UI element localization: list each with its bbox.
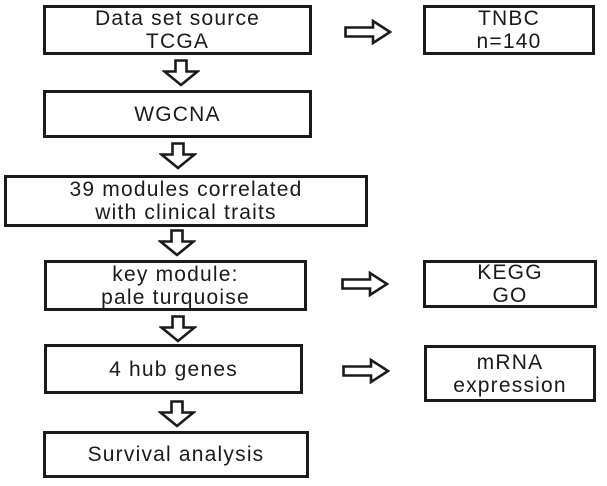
down-arrow-icon [158,400,196,428]
flow-box-modules: 39 modules correlated with clinical trai… [4,175,368,227]
flow-box-key-module-line1: key module: [112,262,239,286]
flow-box-survival-analysis: Survival analysis [43,431,309,478]
flow-box-mrna-line2: expression [453,373,567,397]
flow-box-kegg-line2: GO [492,284,528,307]
flow-box-key-module: key module: pale turquoise [44,260,307,311]
flow-box-dataset-line2: TCGA [145,30,210,53]
flow-box-key-module-line2: pale turquoise [101,285,250,309]
down-arrow-icon [159,315,197,343]
flow-box-kegg-go: KEGG GO [423,260,597,308]
right-arrow-icon [342,358,390,384]
flow-box-dataset-line1: Data set source [94,7,261,30]
flow-box-modules-line1: 39 modules correlated [69,178,303,201]
flow-box-mrna-line1: mRNA [476,350,544,374]
flow-box-mrna-expression: mRNA expression [424,345,596,402]
flow-box-survival-line1: Survival analysis [87,443,265,466]
flow-box-hub-genes: 4 hub genes [44,344,303,394]
flow-box-dataset-source: Data set source TCGA [43,5,312,55]
down-arrow-icon [162,59,200,87]
flow-box-tnbc-line1: TNBC [478,7,540,30]
flow-box-tnbc-line2: n=140 [476,30,542,53]
down-arrow-icon [158,229,196,257]
right-arrow-icon [344,19,392,45]
flow-box-tnbc: TNBC n=140 [423,5,595,55]
down-arrow-icon [159,142,197,170]
flow-box-wgcna: WGCNA [43,90,312,138]
flow-box-wgcna-line1: WGCNA [134,102,221,126]
right-arrow-icon [341,271,389,297]
flow-box-hub-genes-line1: 4 hub genes [109,357,238,381]
flow-box-modules-line2: with clinical traits [95,201,277,224]
flow-box-kegg-line1: KEGG [477,261,543,284]
